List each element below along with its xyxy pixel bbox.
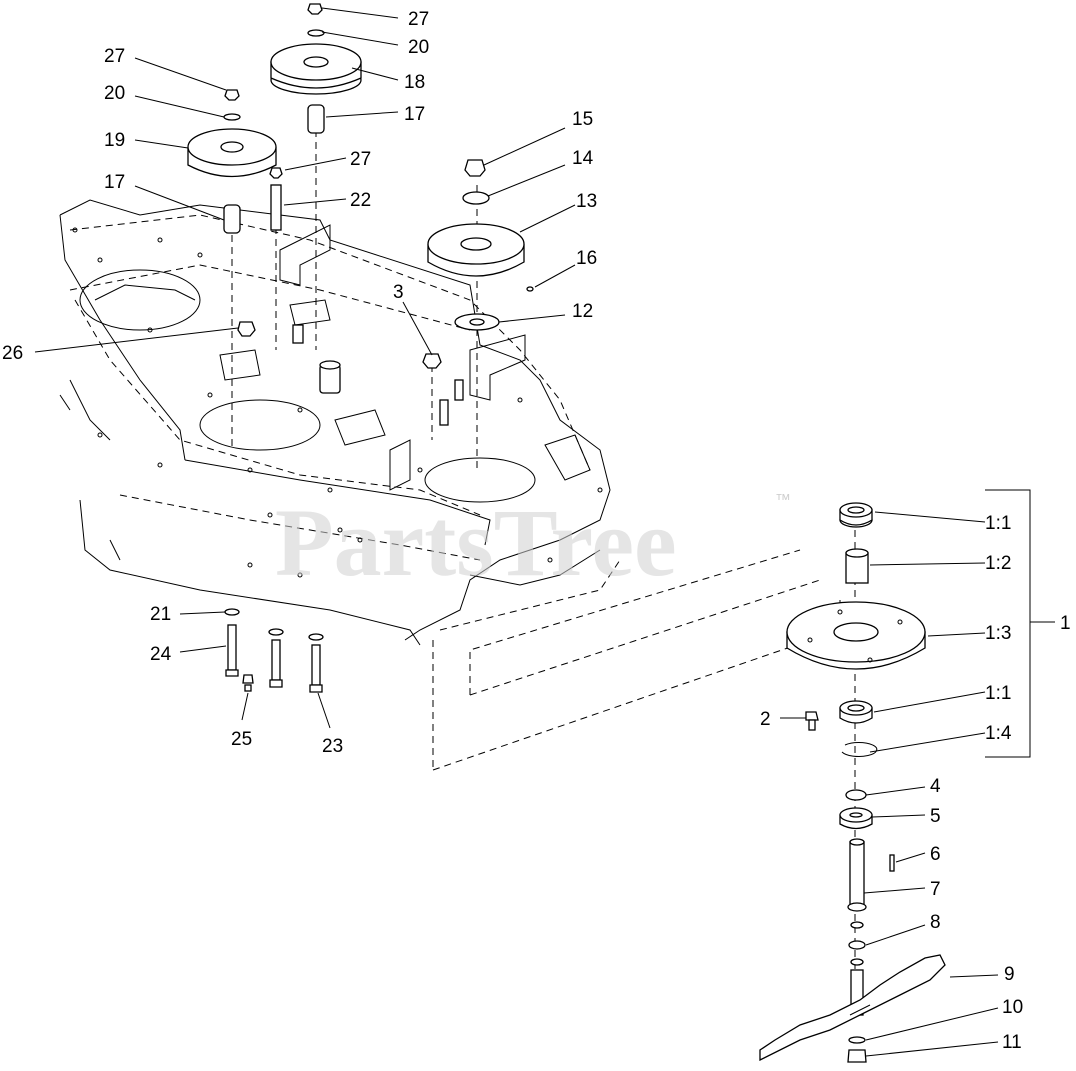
- callout-13: 13: [576, 191, 597, 212]
- callout-1-2: 1:2: [985, 553, 1011, 574]
- callout-4: 4: [930, 776, 941, 797]
- watermark-text: PartsTree: [275, 489, 677, 596]
- callout-labels: 27 20 18 17 27 20 19 17 27 22 15 14 13 1…: [2, 9, 1071, 1053]
- callout-2: 2: [760, 709, 771, 730]
- group-1-bracket: [985, 489, 1055, 758]
- callout-19: 19: [104, 130, 125, 151]
- callout-1-4: 1:4: [985, 723, 1012, 744]
- callout-1: 1: [1060, 613, 1071, 634]
- callout-17: 17: [104, 172, 125, 193]
- blade-9: [759, 954, 946, 1062]
- watermark-trademark: ™: [775, 492, 791, 509]
- callout-14: 14: [572, 148, 594, 169]
- callout-16: 16: [576, 248, 597, 269]
- idler-pulley-18: [270, 3, 362, 134]
- callout-27: 27: [408, 9, 429, 30]
- callout-1-3: 1:3: [985, 623, 1011, 644]
- nut-26: [237, 321, 256, 337]
- nut-3: [422, 353, 442, 369]
- callout-10: 10: [1002, 997, 1023, 1018]
- callout-12: 12: [572, 301, 593, 322]
- callout-18: 18: [404, 72, 425, 93]
- leader-lines: [34, 7, 999, 1057]
- callout-1-1: 1:1: [985, 513, 1011, 534]
- callout-23: 23: [322, 736, 343, 757]
- callout-20: 20: [408, 37, 429, 58]
- idler-pulley-19: [187, 89, 277, 234]
- bolt-22: [269, 167, 283, 231]
- callout-27: 27: [350, 149, 371, 170]
- callout-3: 3: [393, 282, 404, 303]
- callout-7: 7: [930, 879, 941, 900]
- callout-20: 20: [104, 83, 125, 104]
- callout-27: 27: [104, 46, 125, 67]
- callout-6: 6: [930, 844, 941, 865]
- mower-deck: [59, 199, 621, 646]
- callout-26: 26: [2, 343, 23, 364]
- callout-21: 21: [150, 604, 171, 625]
- callout-8: 8: [930, 912, 941, 933]
- spindle-assembly: [786, 502, 926, 1016]
- callout-11: 11: [1002, 1032, 1022, 1053]
- pulley-13: [427, 159, 534, 331]
- callout-1-1: 1:1: [985, 683, 1011, 704]
- blade-bolt: [847, 1036, 867, 1063]
- callout-22: 22: [350, 190, 371, 211]
- callout-24: 24: [150, 644, 172, 665]
- callout-17: 17: [404, 104, 425, 125]
- mounting-bolts: [224, 608, 324, 693]
- callout-25: 25: [231, 729, 252, 750]
- callout-15: 15: [572, 109, 593, 130]
- callout-9: 9: [1004, 964, 1015, 985]
- callout-5: 5: [930, 806, 941, 827]
